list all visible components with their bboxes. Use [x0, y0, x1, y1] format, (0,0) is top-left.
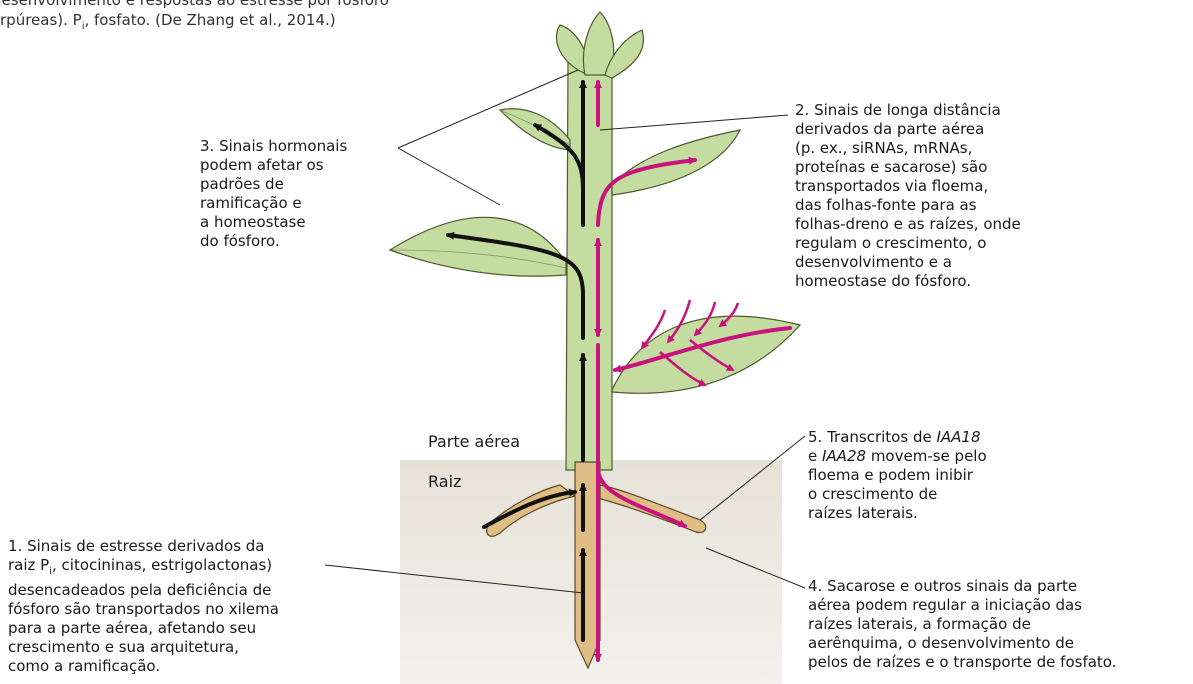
root-region-label: Raiz [428, 472, 461, 491]
shoot-region-label: Parte aérea [428, 432, 520, 451]
leader-a2 [600, 115, 788, 130]
annotation-4: 4. Sacarose e outros sinais da parte aér… [808, 577, 1116, 672]
leader-a3-bottom [398, 148, 500, 205]
annotation-1: 1. Sinais de estresse derivados da raiz … [8, 537, 279, 676]
annotation-5: 5. Transcritos de IAA18 e IAA28 movem-se… [808, 428, 987, 523]
large-right-leaf [612, 316, 800, 393]
large-left-leaf [390, 217, 566, 276]
annotation-2: 2. Sinais de longa distância derivados d… [795, 101, 1021, 291]
annotation-3: 3. Sinais hormonais podem afetar os padr… [200, 137, 347, 251]
upper-left-leaf [500, 109, 570, 150]
